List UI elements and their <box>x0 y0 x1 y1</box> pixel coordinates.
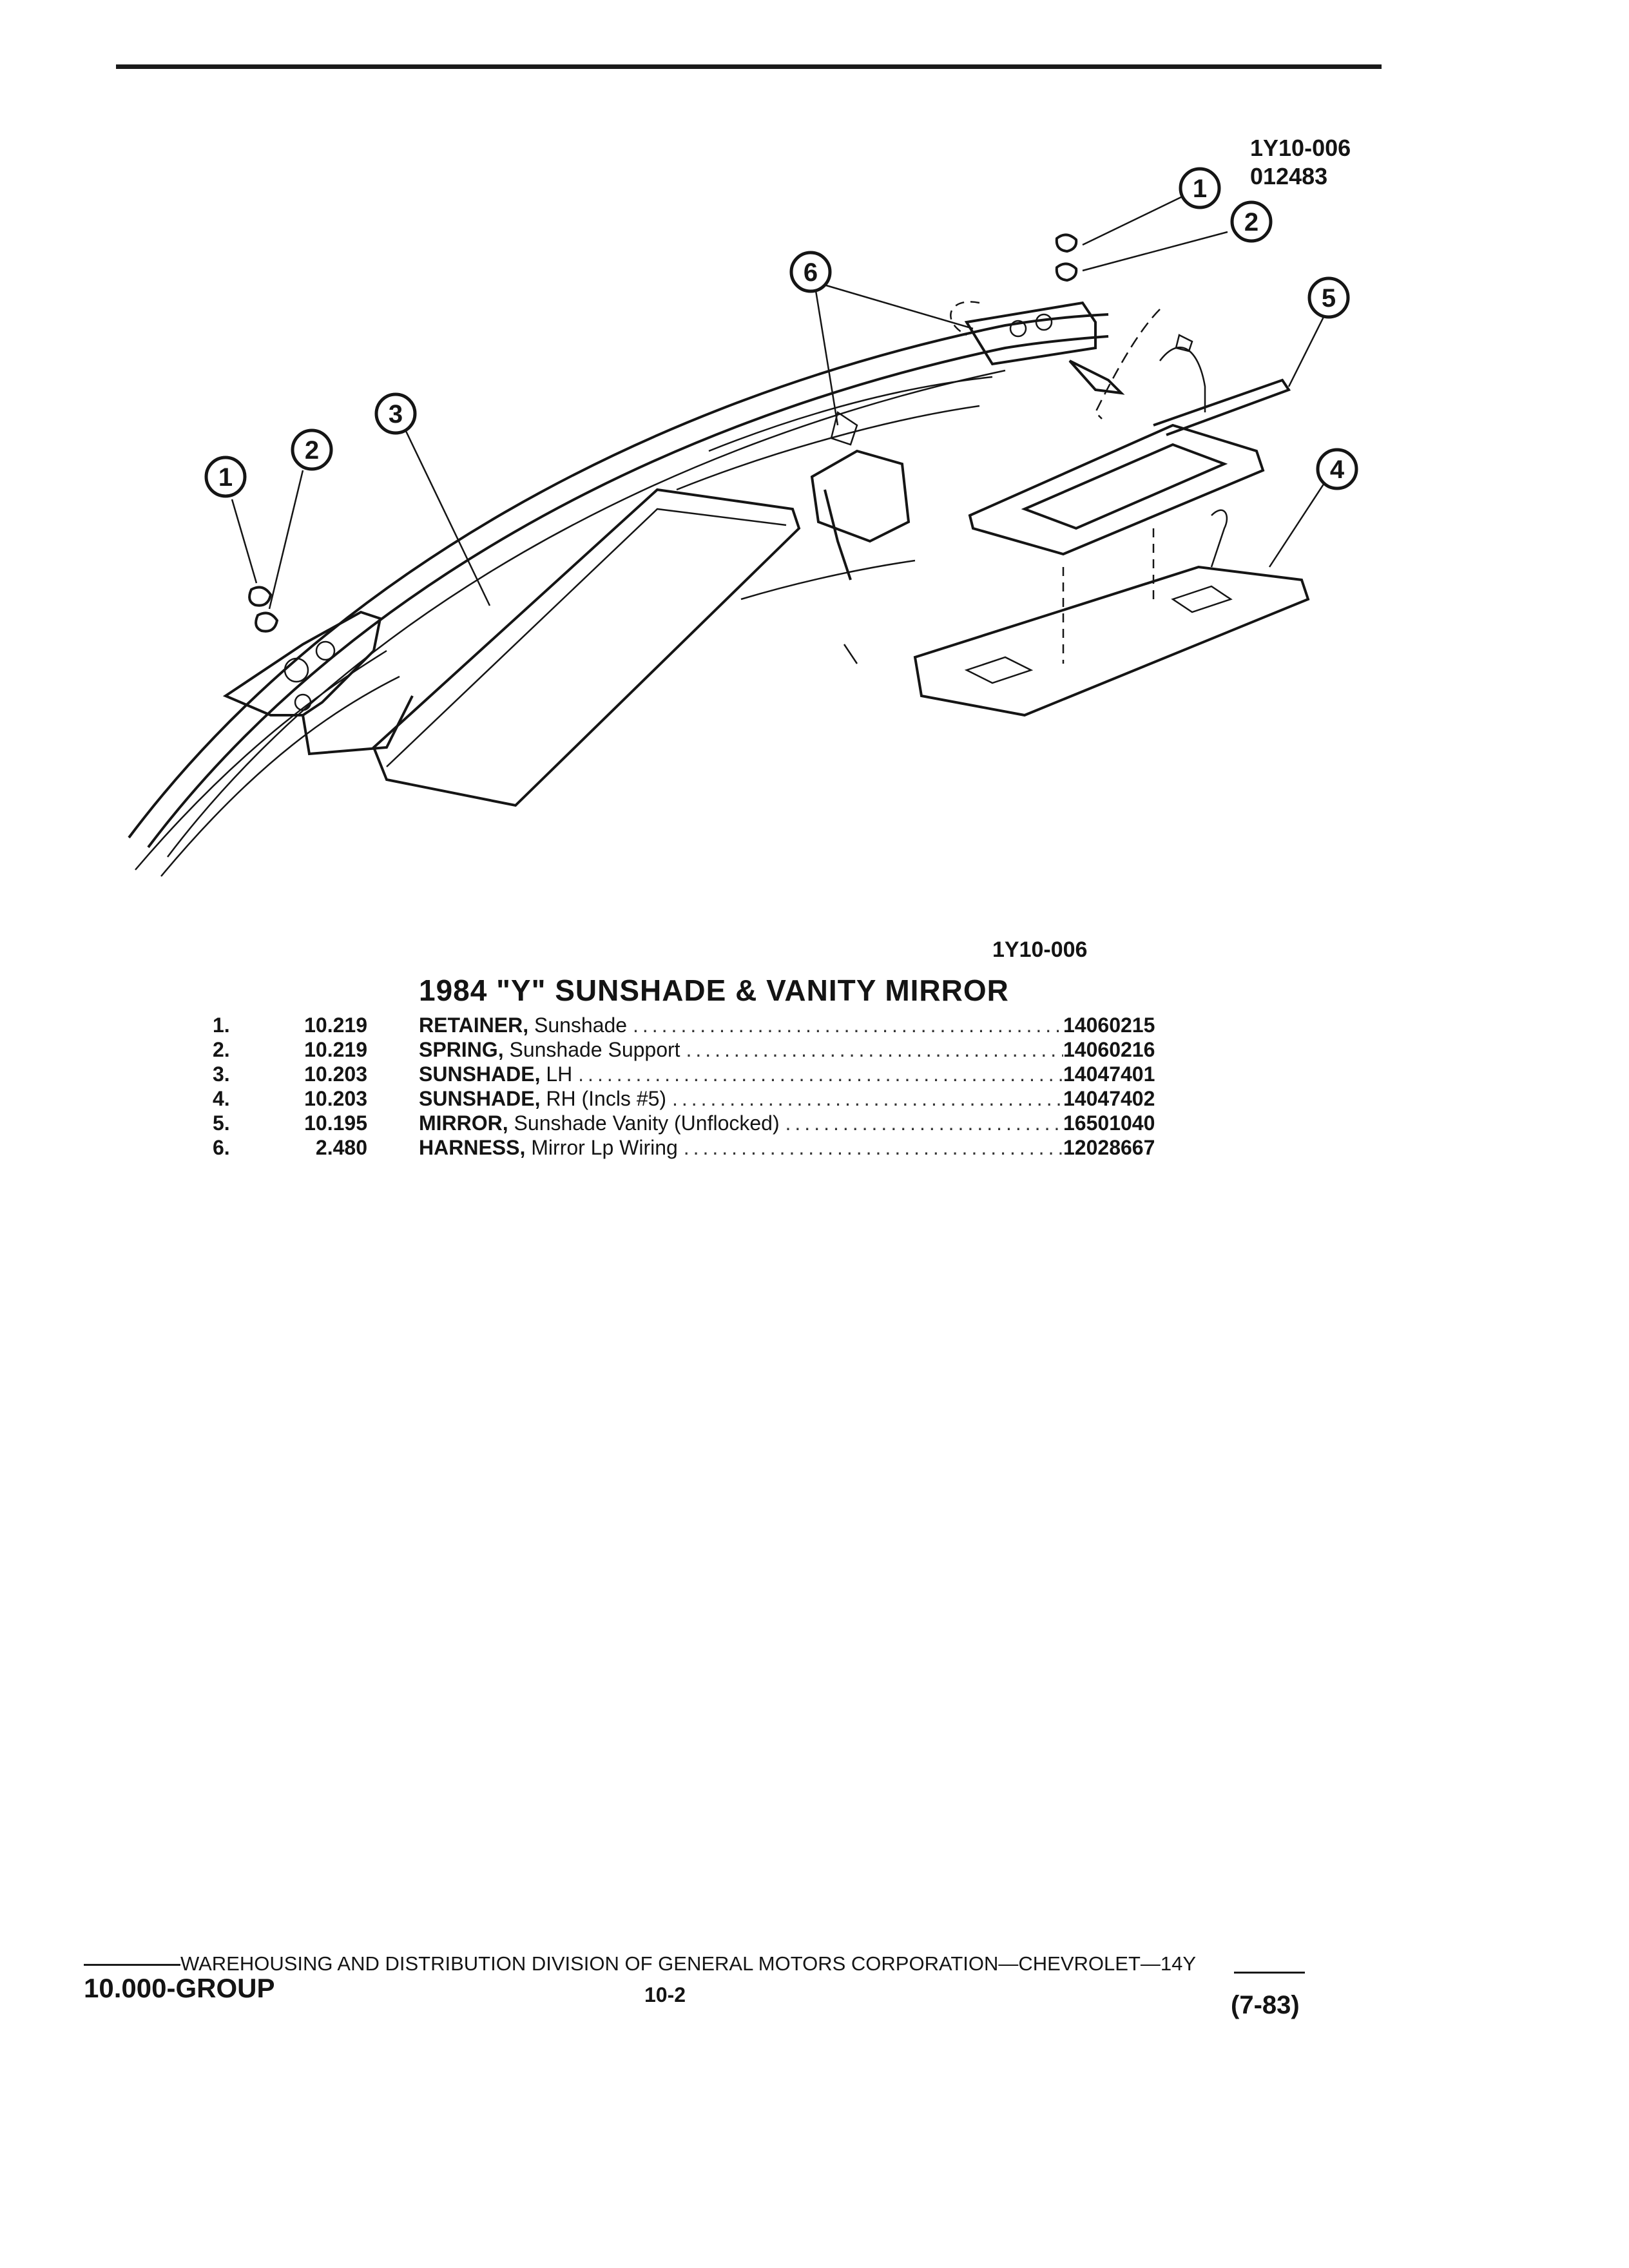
vanity-mirror <box>968 309 1291 556</box>
part-detail: Sunshade Vanity (Unflocked) <box>514 1111 780 1135</box>
item-number: 1. <box>213 1014 230 1037</box>
svg-text:6: 6 <box>804 258 818 287</box>
part-number: 14060215 <box>1063 1014 1155 1037</box>
part-number: 14047402 <box>1063 1087 1155 1110</box>
group-number: 10.195 <box>304 1111 367 1135</box>
leader-dots: ........................................… <box>671 1087 1063 1110</box>
item-number: 6. <box>213 1136 230 1159</box>
group-number: 10.203 <box>304 1087 367 1110</box>
leader-dots: ........................................… <box>632 1014 1063 1037</box>
callout-5: 5 <box>1307 276 1350 319</box>
drawing-id: 1Y10-006 <box>1250 135 1351 161</box>
svg-text:2: 2 <box>305 436 319 465</box>
callout-3: 3 <box>374 392 417 435</box>
group-number: 2.480 <box>315 1136 367 1159</box>
page-number: 10-2 <box>644 1983 686 2006</box>
callout-2-right: 2 <box>1230 200 1273 243</box>
callout-2-left: 2 <box>291 428 333 471</box>
part-detail: Mirror Lp Wiring <box>531 1136 678 1159</box>
exploded-view-illustration: 1 2 5 6 3 2 1 4 <box>128 167 1358 877</box>
part-row: 2. 10.219 SPRING, Sunshade Support .....… <box>213 1037 1218 1062</box>
item-number: 3. <box>213 1062 230 1086</box>
part-number: 16501040 <box>1063 1111 1155 1135</box>
part-number: 14060216 <box>1063 1038 1155 1061</box>
svg-text:4: 4 <box>1330 456 1345 484</box>
part-detail: Sunshade <box>534 1014 628 1037</box>
part-name: SPRING, <box>419 1038 504 1061</box>
footer-division-text: WAREHOUSING AND DISTRIBUTION DIVISION OF… <box>180 1952 1197 1975</box>
parts-list: 1. 10.219 RETAINER, Sunshade ...........… <box>213 1013 1218 1160</box>
group-number: 10.219 <box>304 1038 367 1061</box>
item-number: 4. <box>213 1087 230 1110</box>
part-description: SUNSHADE, RH (Incls #5) ................… <box>419 1086 1063 1111</box>
part-row: 4. 10.203 SUNSHADE, RH (Incls #5) ......… <box>213 1086 1218 1111</box>
group-number: 10.219 <box>304 1014 367 1037</box>
item-number: 5. <box>213 1111 230 1135</box>
svg-text:2: 2 <box>1244 208 1258 236</box>
callout-1-left: 1 <box>204 456 247 498</box>
part-row: 5. 10.195 MIRROR, Sunshade Vanity (Unflo… <box>213 1111 1218 1135</box>
part-number: 12028667 <box>1063 1136 1155 1159</box>
svg-text:1: 1 <box>1193 175 1207 203</box>
right-hinge-bracket <box>950 233 1125 395</box>
item-number: 2. <box>213 1038 230 1061</box>
part-name: RETAINER, <box>419 1014 529 1037</box>
footer-rule-left <box>84 1964 180 1966</box>
leader-dots: ........................................… <box>683 1136 1063 1159</box>
part-row: 3. 10.203 SUNSHADE, LH .................… <box>213 1062 1218 1086</box>
svg-text:3: 3 <box>389 400 403 428</box>
figure-caption: 1Y10-006 <box>992 937 1088 962</box>
sunshade-rh <box>913 509 1310 717</box>
top-rule <box>116 64 1382 69</box>
group-number: 10.203 <box>304 1062 367 1086</box>
leader-dots: ........................................… <box>578 1062 1063 1086</box>
svg-text:5: 5 <box>1322 284 1336 312</box>
part-description: SPRING, Sunshade Support ...............… <box>419 1037 1063 1062</box>
callout-6: 6 <box>789 251 832 293</box>
part-name: MIRROR, <box>419 1111 508 1135</box>
center-bracket <box>810 410 911 664</box>
part-name: HARNESS, <box>419 1136 526 1159</box>
part-name: SUNSHADE, <box>419 1087 541 1110</box>
leader-dots: ........................................… <box>686 1038 1063 1061</box>
drawing-code: 012483 <box>1250 163 1328 189</box>
leader-dots: ........................................… <box>785 1111 1063 1135</box>
drawing-ids: 1Y10-006 012483 <box>1250 134 1351 191</box>
part-description: MIRROR, Sunshade Vanity (Unflocked) ....… <box>419 1111 1063 1135</box>
left-hinge-bracket <box>222 586 414 756</box>
part-description: SUNSHADE, LH ...........................… <box>419 1062 1063 1086</box>
roof-header-outline <box>128 313 1109 877</box>
page-title: 1984 "Y" SUNSHADE & VANITY MIRROR <box>419 974 1009 1007</box>
callout-1-right: 1 <box>1179 167 1221 209</box>
part-row: 6. 2.480 HARNESS, Mirror Lp Wiring .....… <box>213 1135 1218 1160</box>
leader-lines <box>231 195 1325 610</box>
revision-date: (7-83) <box>1231 1991 1300 2019</box>
footer-group: 10.000-GROUP <box>84 1973 275 2003</box>
footer-division: WAREHOUSING AND DISTRIBUTION DIVISION OF… <box>84 1952 1196 1975</box>
part-detail: LH <box>546 1062 573 1086</box>
part-number: 14047401 <box>1063 1062 1155 1086</box>
part-row: 1. 10.219 RETAINER, Sunshade ...........… <box>213 1013 1218 1037</box>
part-name: SUNSHADE, <box>419 1062 541 1086</box>
callout-4: 4 <box>1316 448 1358 490</box>
sunshade-lh <box>372 488 801 807</box>
part-description: RETAINER, Sunshade .....................… <box>419 1013 1063 1037</box>
svg-text:1: 1 <box>218 463 233 492</box>
part-detail: RH (Incls #5) <box>546 1087 667 1110</box>
footer-rule-right <box>1234 1972 1305 1974</box>
part-description: HARNESS, Mirror Lp Wiring ..............… <box>419 1135 1063 1160</box>
part-detail: Sunshade Support <box>509 1038 680 1061</box>
